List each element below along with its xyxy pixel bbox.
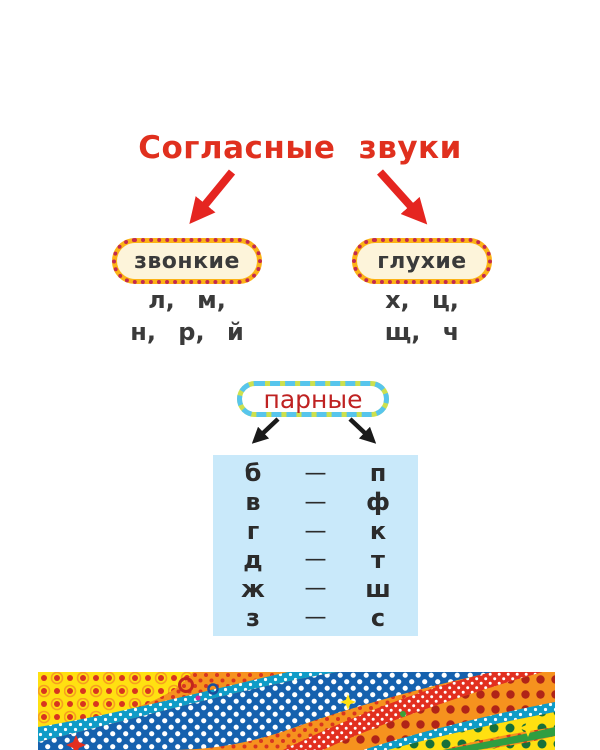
pair-voiced-letter: з	[246, 603, 260, 632]
star-yellow-small	[340, 694, 356, 710]
pair-voiced-letter: б	[244, 459, 262, 488]
dot-green	[400, 711, 406, 717]
footer-art	[38, 672, 555, 750]
voiceless-label: глухие	[377, 248, 467, 274]
arrow-to-voiced	[189, 169, 236, 224]
pair-row: д — т	[213, 546, 418, 574]
voiceless-capsule: глухие	[352, 238, 492, 284]
pairs-table: б — п в — ф г — к д — т ж — ш з — с	[213, 455, 418, 636]
strip-red-band	[283, 672, 543, 750]
pair-dash: —	[304, 605, 327, 631]
strip-yellow-green-band	[388, 712, 555, 750]
arrow-to-voiceless	[377, 169, 428, 225]
strip-blue-field	[38, 672, 493, 750]
voiceless-letters: х, ц, щ, ч	[322, 284, 522, 348]
pair-voiceless-letter: ф	[366, 488, 390, 517]
pair-row: в — ф	[213, 488, 418, 516]
paired-capsule: парные	[237, 381, 389, 417]
pair-voiceless-letter: ш	[365, 574, 391, 603]
star-yellow-big	[519, 719, 537, 737]
pair-voiceless-letter: п	[369, 459, 387, 488]
page-title: Согласные звуки	[138, 130, 462, 166]
strip-yellow-field	[38, 672, 193, 729]
arrow-to-pairs-right	[348, 417, 377, 444]
pair-voiced-letter: г	[246, 517, 260, 546]
strip-yellow-corner	[478, 736, 555, 750]
voiced-letters: л, м, н, р, й	[87, 284, 287, 348]
voiceless-letters-line2: щ, ч	[384, 318, 460, 346]
pair-voiced-letter: в	[245, 488, 261, 517]
pair-dash: —	[304, 489, 327, 515]
pair-dash: —	[304, 547, 327, 573]
pair-row: ж — ш	[213, 575, 418, 603]
pair-dash: —	[304, 576, 327, 602]
dot-magenta	[195, 695, 201, 701]
pair-voiceless-letter: с	[370, 603, 386, 632]
voiced-capsule: звонкие	[112, 238, 262, 284]
pair-row: г — к	[213, 517, 418, 545]
ring-circle-blue	[207, 683, 219, 695]
star-red	[66, 735, 86, 750]
voiceless-letters-line1: х, ц,	[385, 286, 459, 314]
strip-teal-stripe	[363, 702, 555, 750]
pair-dash: —	[304, 460, 327, 486]
paired-label: парные	[263, 384, 363, 414]
pair-row: з — с	[213, 604, 418, 632]
pair-voiceless-letter: т	[371, 545, 385, 574]
pair-voiced-letter: д	[243, 545, 263, 574]
voiced-label: звонкие	[134, 248, 240, 274]
strip-green-stripe	[443, 727, 555, 750]
pair-dash: —	[304, 518, 327, 544]
voiced-letters-line2: н, р, й	[130, 318, 244, 346]
pair-voiced-letter: ж	[241, 574, 265, 603]
voiced-letters-line1: л, м,	[148, 286, 226, 314]
ring-circle-red	[178, 677, 194, 693]
strip-orange-band	[323, 672, 555, 750]
arrow-to-pairs-left	[251, 417, 280, 444]
pair-row: б — п	[213, 459, 418, 487]
pair-voiceless-letter: к	[369, 517, 387, 546]
